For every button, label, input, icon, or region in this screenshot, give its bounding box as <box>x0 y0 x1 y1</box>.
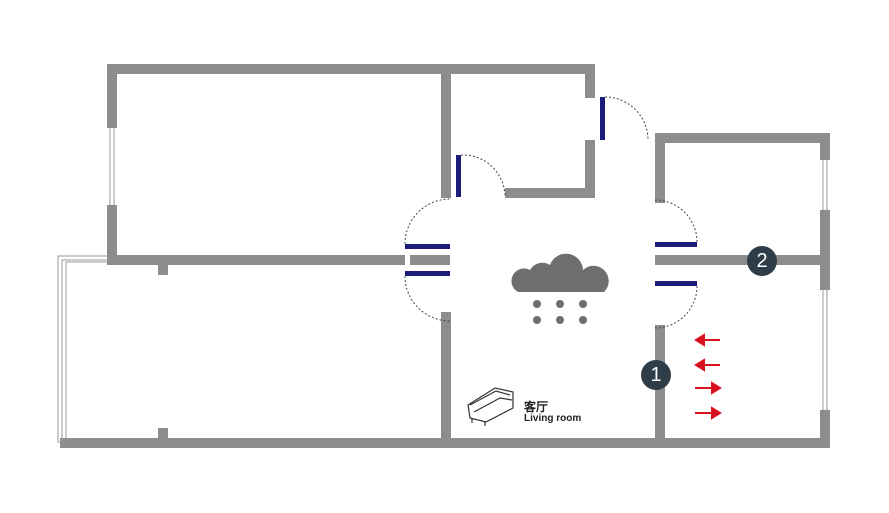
door-swings <box>404 96 698 329</box>
marker-2: 2 <box>747 246 777 276</box>
marker-1: 1 <box>641 360 671 390</box>
doors <box>405 97 697 286</box>
room-label-cn: 客厅 <box>524 400 549 414</box>
windows <box>57 128 828 443</box>
rain-cloud-icon <box>511 253 609 324</box>
room-label-en: Living room <box>524 413 582 424</box>
airflow-arrows-icon <box>694 333 722 420</box>
walls <box>60 64 830 448</box>
sofa-icon <box>467 387 514 426</box>
